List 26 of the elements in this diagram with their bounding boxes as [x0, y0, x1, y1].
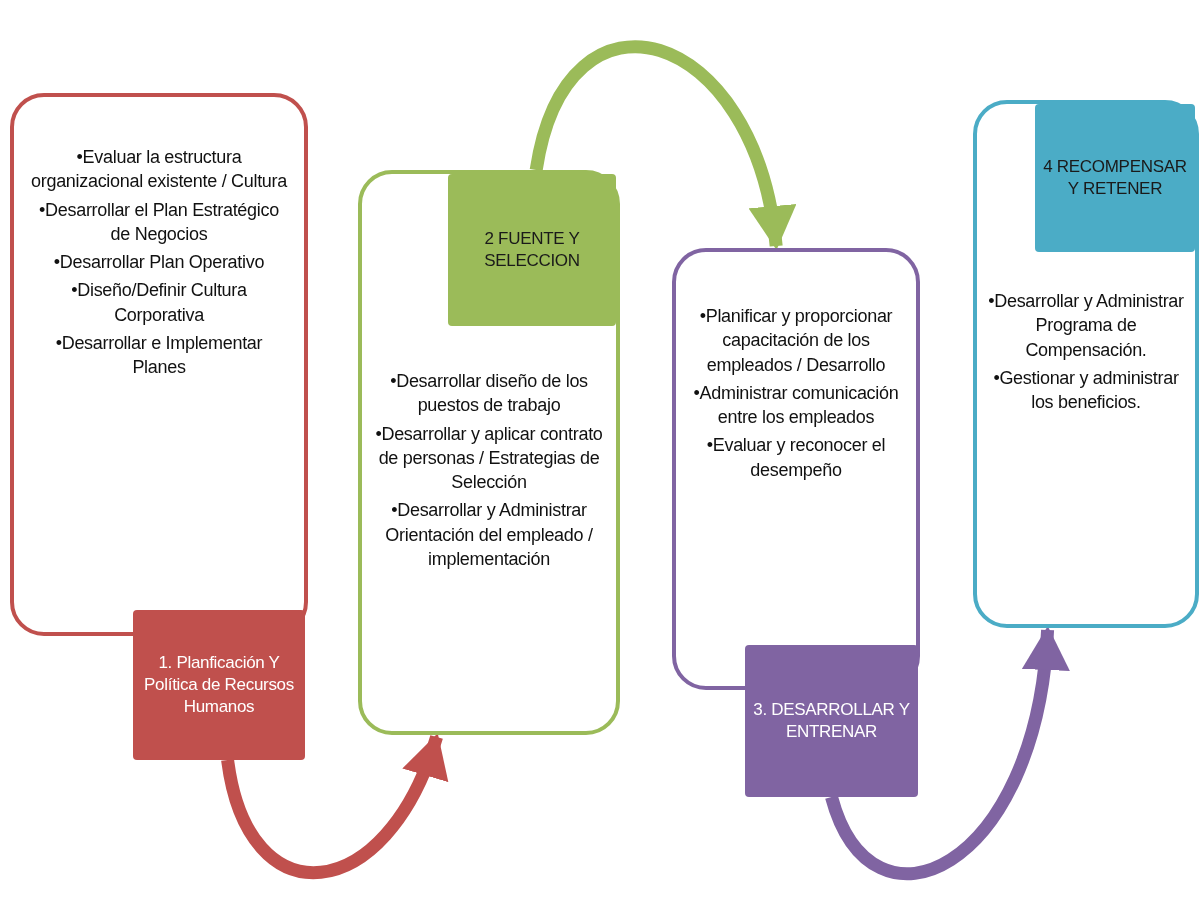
step-title: 3. DESARROLLAR Y ENTRENAR: [752, 698, 911, 743]
bullet-text: •Diseño/Definir Cultura Corporativa: [70, 279, 248, 327]
bullet-text: •Desarrollar el Plan Estratégico de Negocios: [38, 198, 280, 246]
bullet-text: •Gestionar y administrar los beneficios.: [992, 366, 1180, 415]
step-card: [358, 170, 620, 735]
bullet-text: •Planificar y proporcionar capacitación de los empleados / Desarrollo: [698, 305, 894, 377]
bullet-text: •Desarrollar y Administrar Programa de Compensación.: [987, 290, 1185, 362]
step-title: 1. Planficación Y Política de Recursos Humanos: [143, 651, 295, 719]
step-title: 2 FUENTE Y SELECCION: [483, 227, 581, 272]
bullet-text: •Desarrollar Plan Operativo: [53, 251, 265, 275]
bullet-text: •Administrar comunicación entre los empleados: [692, 381, 900, 430]
bullet-text: •Desarrollar y aplicar contrato de personas / Estrategias de Selección: [374, 422, 604, 495]
bullet-text: •Desarrollar e Implementar Planes: [54, 332, 264, 380]
bullet-text: •Evaluar la estructura organizacional existente / Cultura: [30, 146, 289, 194]
curved-arrow: [221, 733, 446, 879]
step-header: [745, 645, 918, 797]
step-card: [672, 248, 920, 690]
bullet-text: •Desarrollar y Administrar Orientación del empleado / implementación: [384, 499, 594, 572]
bullet-text: •Evaluar y reconocer el desempeño: [705, 434, 887, 482]
curved-arrow: [825, 626, 1068, 880]
step-card: [10, 93, 308, 636]
curved-arrow: [529, 40, 794, 250]
step-card: [973, 100, 1199, 628]
step-title: 4 RECOMPENSAR Y RETENER: [1042, 155, 1188, 200]
bullet-text: •Desarrollar diseño de los puestos de trabajo: [389, 370, 589, 418]
step-header: [133, 610, 305, 760]
